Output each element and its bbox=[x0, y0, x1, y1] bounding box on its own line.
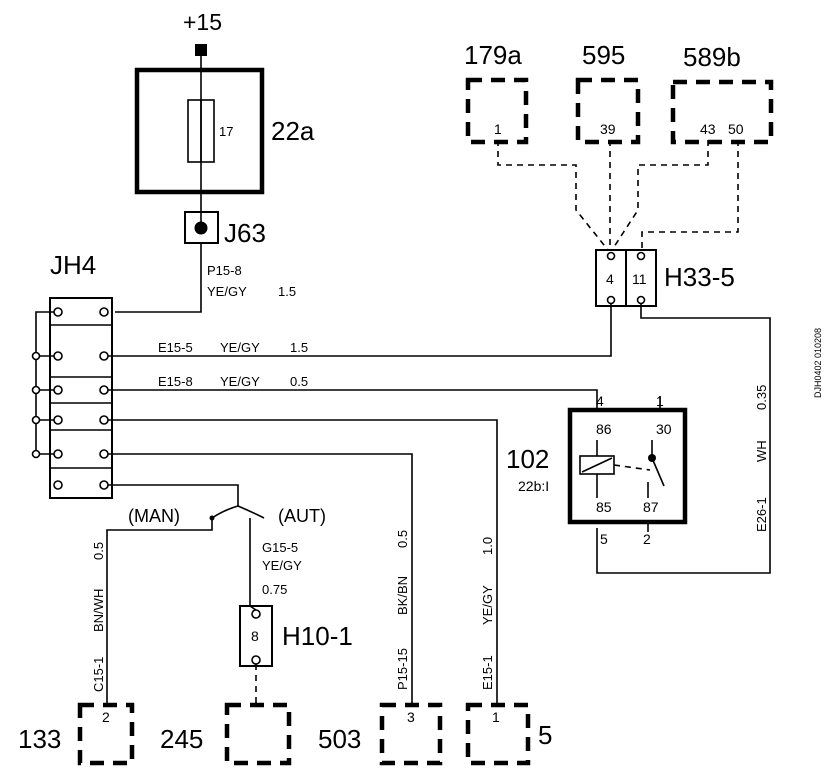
wire-p15-8-color: YE/GY bbox=[207, 284, 247, 299]
h33-5-pin-left: 4 bbox=[606, 271, 614, 287]
component-589b bbox=[670, 79, 774, 145]
wire-e26-1-size: 0.35 bbox=[754, 385, 769, 410]
wire-p15-8-size: 1.5 bbox=[278, 284, 296, 299]
j63-pin bbox=[194, 221, 208, 235]
relay-label: 102 bbox=[506, 444, 549, 474]
relay-sub-label: 22b:I bbox=[518, 478, 549, 494]
wire-e15-5 bbox=[108, 302, 612, 357]
wire-g15-5-code: G15-5 bbox=[262, 540, 298, 555]
connector-j63-label: J63 bbox=[224, 218, 266, 248]
supply-label: +15 bbox=[183, 9, 222, 35]
component-5-pin: 1 bbox=[492, 709, 500, 725]
wire-e15-5-color: YE/GY bbox=[220, 340, 260, 355]
component-245-label: 245 bbox=[160, 724, 203, 754]
component-503-pin: 3 bbox=[407, 709, 415, 725]
wire-c15-1-size: 0.5 bbox=[91, 542, 106, 560]
wire-p15-15-size: 0.5 bbox=[395, 530, 410, 548]
component-595-label: 595 bbox=[582, 40, 625, 70]
wire-589b-43-to-h33 bbox=[611, 140, 709, 251]
h10-1-pin-bottom bbox=[251, 655, 261, 665]
wire-e15-8-size: 0.5 bbox=[290, 374, 308, 389]
wire-p15-15-code: P15-15 bbox=[395, 648, 410, 690]
relay-term-30: 30 bbox=[656, 421, 672, 437]
supply-terminal bbox=[195, 44, 207, 56]
wire-e15-8-code: E15-8 bbox=[158, 374, 193, 389]
relay-102 bbox=[567, 407, 688, 525]
relay-contact bbox=[613, 440, 665, 498]
component-245 bbox=[224, 702, 292, 766]
switch-man-label: (MAN) bbox=[128, 506, 180, 526]
component-133 bbox=[77, 702, 135, 766]
component-503-label: 503 bbox=[318, 724, 361, 754]
h33-5-pin-right: 11 bbox=[632, 271, 647, 287]
wire-e15-5-code: E15-5 bbox=[158, 340, 193, 355]
wire-c15-1-color: BN/WH bbox=[91, 589, 106, 632]
component-595-pin: 39 bbox=[600, 121, 616, 137]
wire-p15-15-color: BK/BN bbox=[395, 576, 410, 615]
fuse-number: 17 bbox=[219, 124, 233, 139]
component-133-label: 133 bbox=[18, 724, 61, 754]
component-589b-pin-b: 50 bbox=[728, 121, 744, 137]
component-595 bbox=[575, 77, 641, 145]
wire-e15-8 bbox=[108, 389, 598, 410]
fuse-box-label: 22a bbox=[271, 116, 315, 146]
h10-1-pin-number: 8 bbox=[251, 628, 259, 644]
wire-e15-1-size: 1.0 bbox=[480, 537, 495, 555]
wire-e15-5-size: 1.5 bbox=[290, 340, 308, 355]
wire-179a-to-h33 bbox=[497, 140, 609, 251]
connector-h10-1-label: H10-1 bbox=[282, 621, 353, 651]
component-589b-pin-a: 43 bbox=[700, 121, 716, 137]
wire-p15-8-code: P15-8 bbox=[207, 263, 242, 278]
relay-pin-bottom-right: 2 bbox=[643, 531, 651, 547]
h10-1-lead bbox=[249, 605, 257, 611]
relay-term-87: 87 bbox=[643, 499, 659, 515]
wire-p15-15 bbox=[108, 453, 413, 703]
wire-e15-1-color: YE/GY bbox=[480, 585, 495, 625]
wire-g15-5-color: YE/GY bbox=[262, 558, 302, 573]
relay-term-85: 85 bbox=[596, 499, 612, 515]
relay-pin-top-left: 4 bbox=[596, 393, 604, 409]
component-589b-label: 589b bbox=[683, 42, 741, 72]
wire-c15-1-code: C15-1 bbox=[91, 657, 106, 692]
component-503 bbox=[379, 702, 443, 766]
man-aut-switch bbox=[108, 484, 265, 521]
connector-h33-5 bbox=[595, 249, 657, 307]
wire-g15-5-size: 0.75 bbox=[262, 582, 287, 597]
junction-jh4 bbox=[31, 297, 113, 499]
relay-term-86: 86 bbox=[596, 421, 612, 437]
wire-589b-50-to-h33 bbox=[641, 140, 739, 250]
relay-coil bbox=[579, 440, 615, 498]
wire-c15-1 bbox=[106, 518, 213, 703]
junction-jh4-label: JH4 bbox=[50, 250, 96, 280]
h10-1-pin-top bbox=[251, 609, 261, 619]
document-reference: DJH0402 010208 bbox=[813, 328, 823, 398]
wire-e26-1 bbox=[596, 304, 771, 574]
fuse-box-22a bbox=[134, 67, 265, 195]
component-5-label: 5 bbox=[538, 720, 552, 750]
component-179a-pin: 1 bbox=[494, 121, 502, 137]
component-5 bbox=[465, 702, 531, 766]
wire-e26-1-code: E26-1 bbox=[754, 497, 769, 532]
relay-pin-bottom-left: 5 bbox=[600, 531, 608, 547]
component-179a bbox=[465, 77, 529, 145]
component-133-pin: 2 bbox=[102, 709, 110, 725]
connector-h33-5-label: H33-5 bbox=[664, 262, 735, 292]
wire-p15-8 bbox=[115, 243, 202, 313]
wire-e26-1-color: WH bbox=[754, 440, 769, 462]
component-179a-label: 179a bbox=[464, 40, 522, 70]
switch-aut-label: (AUT) bbox=[278, 506, 326, 526]
wire-e15-8-color: YE/GY bbox=[220, 374, 260, 389]
wire-e15-1 bbox=[108, 419, 498, 703]
wire-e15-1-code: E15-1 bbox=[480, 655, 495, 690]
